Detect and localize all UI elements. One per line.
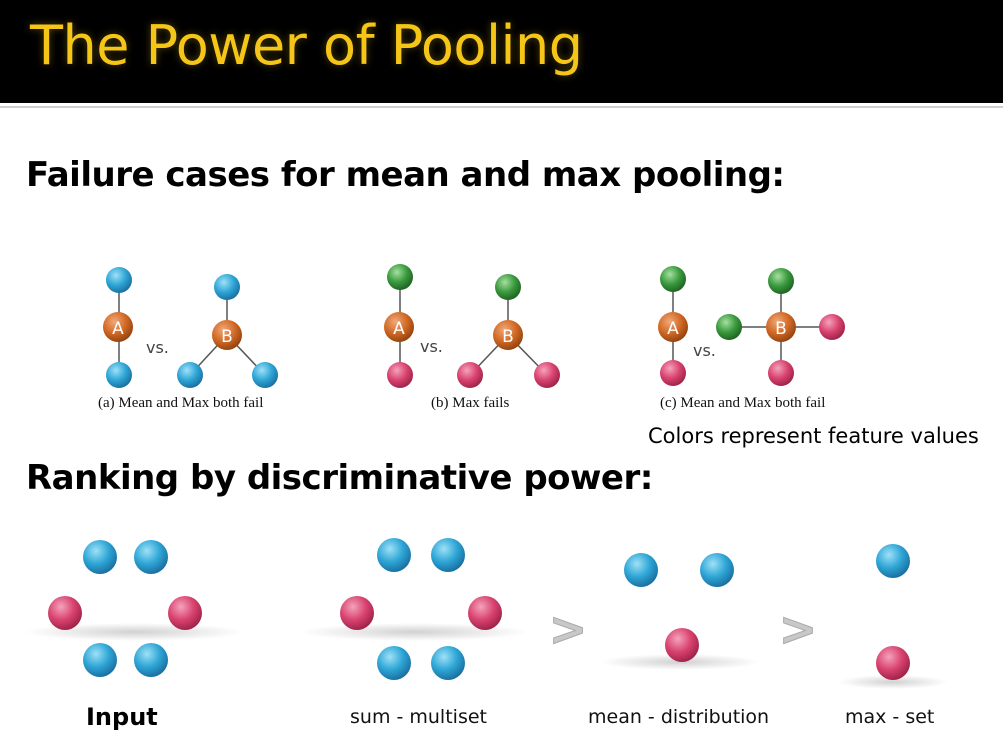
node-a	[658, 312, 688, 342]
green-node	[716, 314, 742, 340]
vs-label: vs.	[693, 341, 716, 360]
slide-title: The Power of Pooling	[30, 14, 583, 77]
pink-node	[387, 362, 413, 388]
blue-ball	[83, 540, 117, 574]
pink-node	[457, 362, 483, 388]
node-a	[103, 312, 133, 342]
greater-than-1: >	[549, 602, 588, 656]
node-a-label: A	[393, 319, 405, 339]
blue-ball	[431, 538, 465, 572]
case-c-graph: A vs. B	[658, 266, 845, 386]
blue-node	[177, 362, 203, 388]
blue-ball	[83, 643, 117, 677]
greater-than-2: >	[779, 602, 818, 656]
pink-ball	[168, 596, 202, 630]
ranking-heading: Ranking by discriminative power:	[26, 458, 653, 498]
pink-ball	[48, 596, 82, 630]
node-b	[766, 312, 796, 342]
blue-ball	[624, 553, 658, 587]
blue-ball	[134, 540, 168, 574]
blue-node	[214, 274, 240, 300]
blue-node	[106, 362, 132, 388]
pink-ball	[876, 646, 910, 680]
caption-b: (b) Max fails	[431, 395, 510, 411]
pink-node	[819, 314, 845, 340]
node-b-label: B	[775, 319, 787, 339]
blue-ball	[377, 538, 411, 572]
blue-ball	[134, 643, 168, 677]
pink-node	[768, 360, 794, 386]
blue-ball	[377, 646, 411, 680]
pink-ball	[340, 596, 374, 630]
sum-multiset	[340, 538, 502, 680]
green-node	[495, 274, 521, 300]
case-b-graph: A vs. B	[384, 264, 560, 388]
green-node	[768, 268, 794, 294]
pink-ball	[665, 628, 699, 662]
node-b	[212, 320, 242, 350]
blue-ball	[431, 646, 465, 680]
node-b	[493, 320, 523, 350]
title-bar: The Power of Pooling	[0, 0, 1003, 103]
vs-label: vs.	[420, 337, 443, 356]
label-max: max - set	[845, 706, 935, 728]
node-b-label: B	[221, 327, 233, 347]
label-sum: sum - multiset	[350, 706, 487, 728]
node-b-label: B	[502, 327, 514, 347]
blue-ball	[700, 553, 734, 587]
blue-ball	[876, 544, 910, 578]
node-a	[384, 312, 414, 342]
green-node	[660, 266, 686, 292]
caption-c: (c) Mean and Max both fail	[660, 395, 826, 411]
label-input: Input	[86, 703, 158, 731]
failure-cases-heading: Failure cases for mean and max pooling:	[26, 155, 785, 195]
node-a-label: A	[667, 319, 679, 339]
label-mean: mean - distribution	[588, 706, 770, 728]
pink-node	[534, 362, 560, 388]
pink-node	[660, 360, 686, 386]
case-a-graph: A vs. B	[103, 267, 278, 388]
vs-label: vs.	[146, 338, 169, 357]
title-divider	[0, 106, 1003, 108]
blue-node	[106, 267, 132, 293]
green-node	[387, 264, 413, 290]
shadow	[838, 675, 948, 689]
mean-distribution	[624, 553, 734, 662]
colors-note: Colors represent feature values	[648, 424, 979, 448]
node-a-label: A	[112, 319, 124, 339]
shadow	[600, 654, 760, 670]
caption-a: (a) Mean and Max both fail	[98, 395, 264, 411]
pink-ball	[468, 596, 502, 630]
max-set	[876, 544, 910, 680]
blue-node	[252, 362, 278, 388]
input-multiset	[48, 540, 202, 677]
